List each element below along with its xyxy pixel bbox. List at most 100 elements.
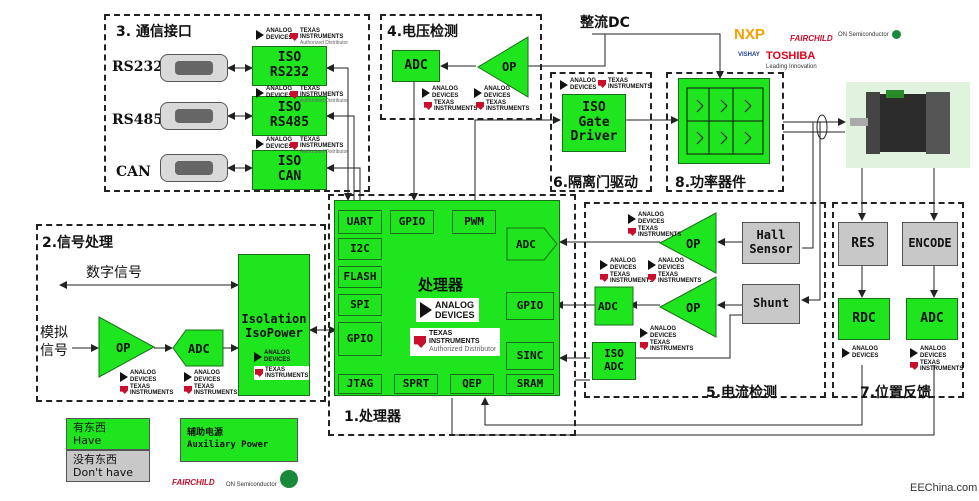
proc-sram: SRAM bbox=[506, 374, 554, 394]
legend-have: 有东西 Have bbox=[66, 418, 150, 450]
aux-power-title: 辅助电源 bbox=[187, 428, 224, 438]
legend-on-semi-logo: ON Semiconductor bbox=[226, 482, 277, 488]
signal-adc-label: ADC bbox=[188, 342, 210, 356]
on-semiconductor-logo: ON Semiconductor bbox=[838, 30, 901, 39]
igbt-bridge-icon bbox=[686, 87, 764, 155]
current-adc-label: ADC bbox=[598, 300, 618, 313]
nxp-logo: NXP bbox=[734, 26, 765, 43]
port-label-can: CAN bbox=[116, 164, 151, 180]
comm-section bbox=[104, 14, 370, 192]
current-section-label: 5.电流检测 bbox=[706, 385, 778, 401]
servo-motor-image bbox=[846, 82, 970, 168]
current-adc-icon: ADC bbox=[594, 286, 634, 326]
signal-op-amp-icon: OP bbox=[98, 316, 156, 378]
proc-uart: UART bbox=[338, 210, 382, 234]
voltage-section-label: 4.电压检测 bbox=[387, 24, 459, 40]
digital-signal-label: 数字信号 bbox=[86, 265, 142, 281]
toshiba-logo: TOSHIBA bbox=[766, 50, 816, 62]
signal-section-label: 2.信号处理 bbox=[42, 235, 114, 251]
analog-signal-label: 模拟 信号 bbox=[40, 325, 68, 359]
current-op-bottom-label: OP bbox=[686, 301, 700, 315]
current-op-amp-bottom-icon: OP bbox=[658, 276, 717, 338]
processor-section-label: 1.处理器 bbox=[344, 409, 402, 425]
rectified-dc-label: 整流DC bbox=[580, 15, 630, 31]
aux-power-subtitle: Auxiliary Power bbox=[187, 440, 269, 450]
rdc-block: RDC bbox=[838, 298, 890, 340]
power-bridge-block bbox=[678, 78, 770, 164]
iso-gate-driver-block: ISO Gate Driver bbox=[562, 94, 626, 152]
encode-block: ENCODE bbox=[902, 222, 958, 266]
proc-qep: QEP bbox=[450, 374, 494, 394]
res-block: RES bbox=[838, 222, 888, 266]
proc-flash: FLASH bbox=[338, 266, 382, 288]
proc-gpio-left: GPIO bbox=[338, 322, 382, 356]
power-section-label: 8.功率器件 bbox=[675, 175, 747, 191]
proc-pwm: PWM bbox=[452, 210, 496, 234]
iso-rs232-block: ISO RS232 bbox=[252, 46, 327, 86]
gate-section bbox=[550, 72, 652, 192]
port-label-rs232: RS232 bbox=[112, 59, 163, 75]
proc-adc-icon: ADC bbox=[506, 227, 558, 261]
processor-title: 处理器 bbox=[418, 276, 464, 294]
db9-connector-icon bbox=[160, 154, 228, 182]
position-section bbox=[832, 202, 964, 398]
vishay-logo: VISHAY bbox=[738, 52, 760, 58]
proc-spi: SPI bbox=[338, 294, 382, 316]
db9-connector-icon bbox=[160, 102, 228, 130]
toshiba-tagline: Leading Innovation bbox=[766, 64, 817, 70]
voltage-section bbox=[380, 14, 542, 120]
voltage-op-label: OP bbox=[502, 60, 516, 74]
signal-section bbox=[36, 224, 326, 402]
on-semi-badge-icon bbox=[280, 470, 298, 488]
proc-gpio-right: GPIO bbox=[506, 292, 554, 320]
hall-sensor-block: Hall Sensor bbox=[742, 222, 800, 264]
current-op-amp-top-icon: OP bbox=[658, 212, 717, 274]
gate-section-label: 6.隔离门驱动 bbox=[553, 175, 639, 191]
current-op-top-label: OP bbox=[686, 237, 700, 251]
watermark: EEChina.com bbox=[910, 482, 978, 494]
current-section bbox=[584, 202, 826, 398]
proc-jtag: JTAG bbox=[338, 374, 382, 394]
position-adc-block: ADC bbox=[906, 298, 958, 340]
fairchild-logo: FAIRCHILD bbox=[790, 34, 833, 43]
proc-i2c: I2C bbox=[338, 238, 382, 260]
legend-aux-power: 辅助电源 Auxiliary Power bbox=[180, 418, 298, 462]
db9-connector-icon bbox=[160, 54, 228, 82]
iso-can-block: ISO CAN bbox=[252, 150, 327, 190]
iso-adc-block: ISO ADC bbox=[592, 342, 636, 380]
port-label-rs485: RS485 bbox=[112, 112, 163, 128]
power-section bbox=[666, 72, 784, 192]
signal-op-label: OP bbox=[116, 341, 130, 355]
proc-sinc: SINC bbox=[506, 342, 554, 370]
signal-adc-icon: ADC bbox=[172, 329, 224, 367]
processor-section bbox=[328, 194, 576, 436]
voltage-op-amp-icon: OP bbox=[477, 36, 529, 98]
legend-dont-have: 没有东西 Don't have bbox=[66, 450, 150, 482]
